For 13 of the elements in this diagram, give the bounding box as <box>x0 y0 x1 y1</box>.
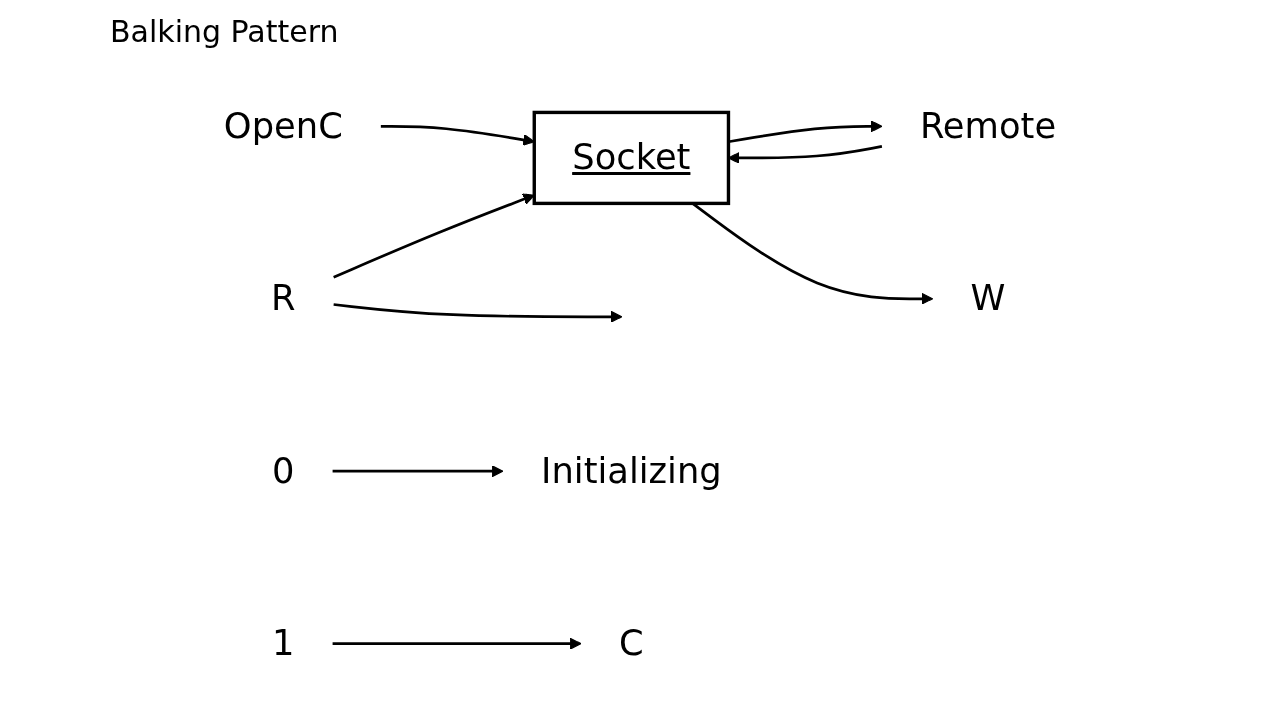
node-box: Socket <box>532 110 731 206</box>
node-text: Initializing <box>541 450 722 491</box>
node-text: 1 <box>272 622 295 664</box>
diagram-title: Balking Pattern <box>110 14 339 49</box>
node-text: 0 <box>272 450 295 491</box>
arrow <box>333 303 623 323</box>
node-text: C <box>619 622 644 664</box>
node-text: OpenC <box>223 105 343 147</box>
node-text: Remote <box>919 105 1057 147</box>
node-text: R <box>271 277 296 319</box>
arrow <box>332 465 504 478</box>
arrow <box>332 637 582 650</box>
node-text: W <box>970 277 1006 319</box>
